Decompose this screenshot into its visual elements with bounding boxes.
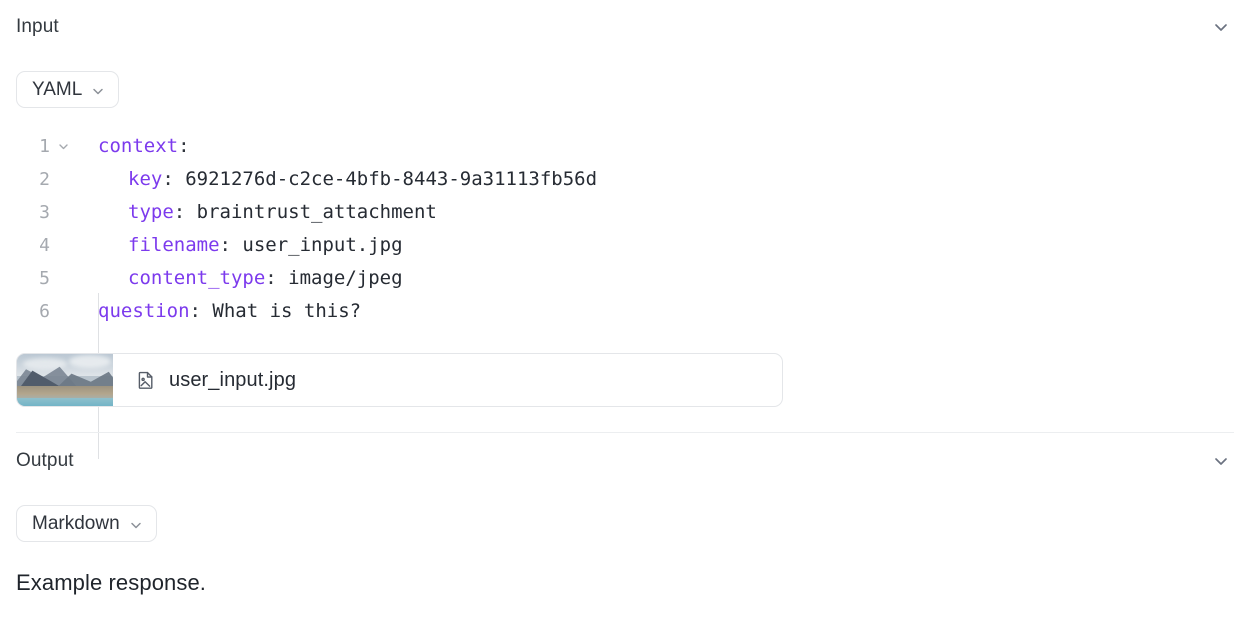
code-line[interactable]: 2 key: 6921276d-c2ce-4bfb-8443-9a31113fb… [0, 163, 1250, 196]
output-format-dropdown[interactable]: Markdown [16, 505, 157, 542]
code-colon: : [173, 201, 186, 223]
code-fold-placeholder [52, 272, 74, 285]
code-value: user_input.jpg [230, 234, 403, 256]
code-line-number: 5 [39, 268, 50, 289]
code-value: 6921276d-c2ce-4bfb-8443-9a31113fb56d [173, 168, 598, 190]
input-collapse-chevron-down-icon[interactable] [1208, 14, 1234, 40]
code-line-number: 6 [39, 301, 50, 322]
file-image-icon [135, 369, 157, 391]
code-colon: : [265, 267, 277, 289]
code-line-number: 3 [39, 202, 50, 223]
code-line-text: key: 6921276d-c2ce-4bfb-8443-9a31113fb56… [74, 163, 1250, 196]
code-colon: : [178, 135, 190, 157]
code-fold-placeholder [52, 173, 74, 186]
code-key: key [128, 168, 163, 190]
input-code-editor[interactable]: 1 context: 2 key: 6921276d-c2ce-4bfb-844… [0, 130, 1250, 459]
input-format-label: YAML [32, 78, 83, 100]
code-value: braintrust_attachment [185, 201, 437, 223]
output-format-chevron-down-icon [129, 518, 143, 532]
code-fold-placeholder [52, 206, 74, 219]
output-collapse-chevron-down-icon[interactable] [1208, 448, 1234, 474]
thumbnail-water [17, 397, 113, 406]
code-value: What is this? [200, 300, 362, 322]
input-section-title: Input [16, 16, 59, 37]
output-markdown-body: Example response. [16, 570, 207, 595]
code-fold-placeholder [52, 305, 74, 318]
code-line[interactable]: 1 context: [0, 130, 1250, 163]
attachment-thumbnail[interactable] [17, 354, 113, 406]
output-section-header[interactable]: Output [0, 444, 1250, 478]
code-key: context [98, 135, 179, 157]
code-colon: : [219, 234, 231, 256]
code-line-number: 4 [39, 235, 50, 256]
code-line-text: type: braintrust_attachment [74, 196, 1250, 229]
thumbnail-cloud [68, 355, 112, 369]
code-colon: : [162, 168, 174, 190]
input-section-header[interactable]: Input [0, 10, 1250, 44]
thumbnail-shore [17, 386, 113, 400]
output-format-label: Markdown [32, 512, 120, 534]
code-line-text: filename: user_input.jpg [74, 229, 1250, 262]
attachment-filename: user_input.jpg [169, 368, 297, 391]
input-format-dropdown[interactable]: YAML [16, 71, 120, 108]
code-line-text: content_type: image/jpeg [74, 262, 1250, 295]
thumbnail-cloud [22, 358, 67, 371]
code-key: filename [128, 234, 220, 256]
attachment-card[interactable]: user_input.jpg [16, 353, 783, 407]
code-value: image/jpeg [276, 267, 403, 289]
code-key: content_type [128, 267, 266, 289]
section-divider [16, 432, 1234, 433]
code-fold-chevron-down-icon[interactable] [52, 140, 74, 153]
code-key: type [128, 201, 174, 223]
code-key: question [98, 300, 190, 322]
input-format-chevron-down-icon [91, 84, 105, 98]
code-line-text: context: [74, 130, 1250, 163]
code-line[interactable]: 5 content_type: image/jpeg [0, 262, 1250, 295]
output-section-title: Output [16, 450, 74, 471]
code-line[interactable]: 3 type: braintrust_attachment [0, 196, 1250, 229]
code-line[interactable]: 6 question: What is this? [0, 295, 1250, 328]
code-line[interactable]: 4 filename: user_input.jpg [0, 229, 1250, 262]
code-line-number: 2 [39, 169, 50, 190]
code-colon: : [189, 300, 201, 322]
code-line-text: question: What is this? [74, 295, 1250, 328]
code-fold-placeholder [52, 239, 74, 252]
code-line-number: 1 [39, 136, 50, 157]
